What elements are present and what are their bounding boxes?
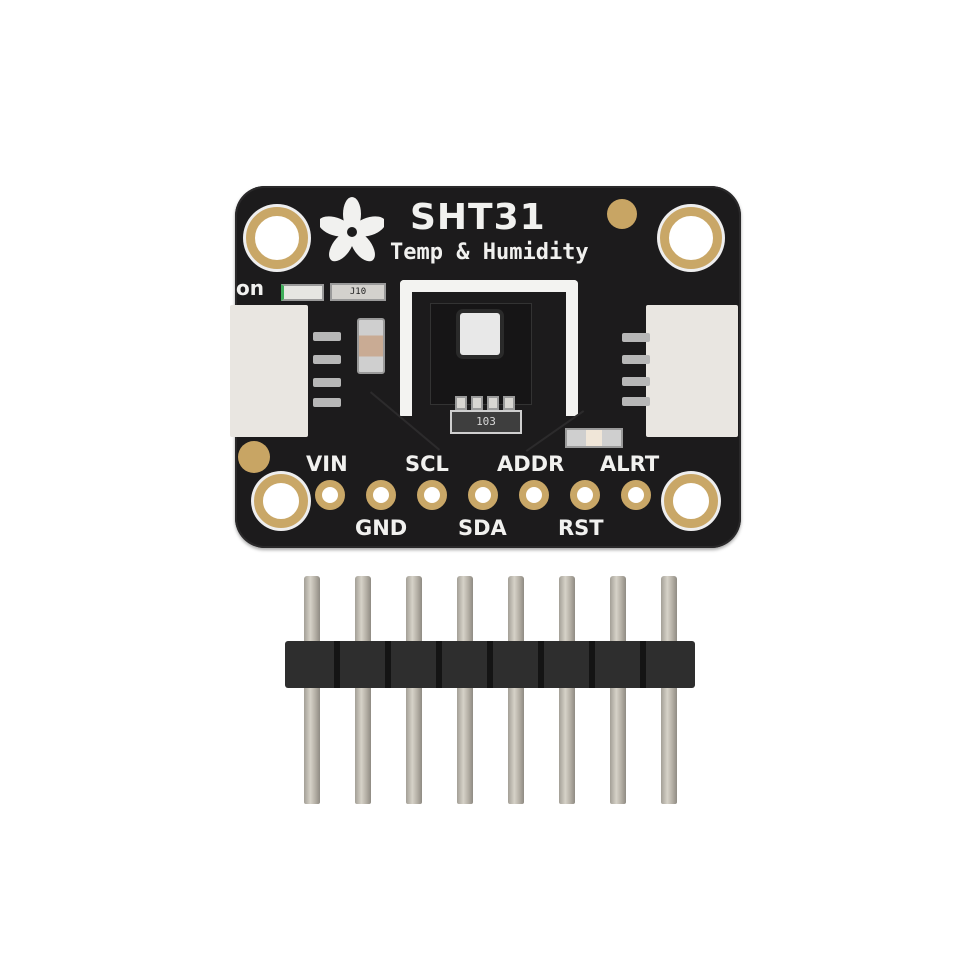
- pin-hole-gnd: [366, 480, 396, 510]
- pin-hole-scl: [417, 480, 447, 510]
- header-divider: [640, 641, 646, 688]
- header-pin-4: [457, 576, 473, 804]
- alert-led: [565, 428, 623, 448]
- mounting-hole-top-right: [660, 207, 722, 269]
- pin-label-vin: VIN: [306, 452, 348, 476]
- header-divider: [538, 641, 544, 688]
- pin-hole-vin: [315, 480, 345, 510]
- header-pin-6: [559, 576, 575, 804]
- mounting-hole-bottom-right: [664, 474, 718, 528]
- resistor-network-label: 103: [476, 415, 496, 428]
- resistor-network-pad: [471, 396, 483, 410]
- connector-pin: [622, 355, 650, 364]
- fiducial-pad-left: [238, 441, 270, 473]
- pin-label-alrt: ALRT: [600, 452, 660, 476]
- pin-hole-addr: [519, 480, 549, 510]
- pin-label-addr: ADDR: [497, 452, 565, 476]
- header-divider: [589, 641, 595, 688]
- connector-pin: [313, 332, 341, 341]
- pin-label-scl: SCL: [405, 452, 449, 476]
- header-pin-5: [508, 576, 524, 804]
- resistor-j10: J10: [330, 283, 386, 301]
- pin-label-gnd: GND: [355, 516, 408, 540]
- header-divider: [487, 641, 493, 688]
- mounting-hole-top-left: [246, 207, 308, 269]
- pin-hole-rst: [570, 480, 600, 510]
- header-divider: [334, 641, 340, 688]
- header-pin-8: [661, 576, 677, 804]
- connector-pin: [622, 333, 650, 342]
- pin-hole-alrt: [621, 480, 651, 510]
- power-led-label: on: [236, 276, 264, 300]
- resistor-network-pad: [487, 396, 499, 410]
- header-pin-3: [406, 576, 422, 804]
- mounting-hole-bottom-left: [254, 474, 308, 528]
- fiducial-pad-top: [607, 199, 637, 229]
- header-pin-2: [355, 576, 371, 804]
- capacitor: [357, 318, 385, 374]
- header-pin-1: [304, 576, 320, 804]
- header-divider: [436, 641, 442, 688]
- board-title: SHT31: [410, 197, 546, 238]
- header-divider: [385, 641, 391, 688]
- resistor-network: 103: [450, 410, 522, 434]
- connector-pin: [622, 377, 650, 386]
- connector-pin: [313, 398, 341, 407]
- sht31-sensor-chip: [460, 313, 500, 355]
- pin-label-rst: RST: [558, 516, 604, 540]
- power-led: [281, 284, 324, 301]
- pin-hole-sda: [468, 480, 498, 510]
- adafruit-flower-icon: [320, 197, 384, 262]
- connector-pin: [313, 355, 341, 364]
- board-subtitle: Temp & Humidity: [390, 240, 589, 265]
- connector-pin: [313, 378, 341, 387]
- stemma-qt-connector-right: [646, 305, 738, 437]
- header-pin-7: [610, 576, 626, 804]
- pin-label-sda: SDA: [458, 516, 507, 540]
- resistor-network-pad: [455, 396, 467, 410]
- stemma-qt-connector-left: [230, 305, 308, 437]
- connector-pin: [622, 397, 650, 406]
- resistor-j10-label: J10: [349, 287, 367, 297]
- resistor-network-pad: [503, 396, 515, 410]
- sensor-thermal-isolation-frame: [400, 280, 578, 416]
